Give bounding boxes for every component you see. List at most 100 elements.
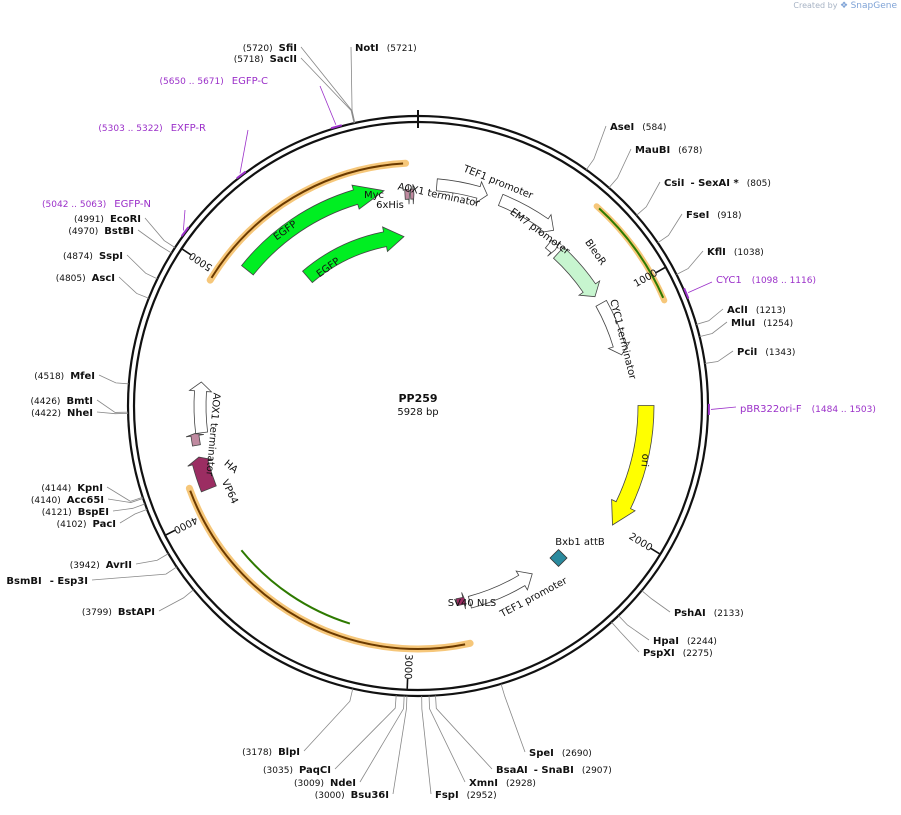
site-leader-lines (91, 46, 737, 795)
feature-label: VP64 (219, 478, 240, 506)
site-label: XmnI(2928) (469, 778, 536, 789)
site-leader-line (392, 695, 408, 795)
site-leader-line (118, 276, 149, 299)
site-name: AseI (610, 122, 634, 133)
site-position: (5720) (243, 44, 273, 54)
primer-name: EXFP-R (171, 123, 206, 134)
primer-name: EGFP-N (114, 199, 151, 210)
cyc1-terminator-arrow (595, 299, 631, 356)
site-leader-line (137, 229, 172, 254)
site-position: (4144) (41, 484, 71, 494)
site-label: BsaAI- SnaBI(2907) (496, 765, 612, 776)
site-leader-line (91, 566, 177, 581)
site-leader-line (500, 683, 526, 753)
site-label: (3799) BstAPI (82, 607, 155, 618)
site-position: (4991) (74, 215, 104, 225)
site-name: PacI (93, 519, 116, 530)
site-label: (3942)AvrII (70, 560, 132, 571)
site-leader-line (135, 553, 169, 565)
site-label: (4121) BspEI (42, 507, 109, 518)
site-name: PaqCI (299, 765, 331, 776)
site-position: (584) (642, 123, 666, 133)
primer-marker (236, 170, 247, 180)
site-leader-line (608, 148, 632, 188)
site-leader-line (359, 695, 405, 783)
site-label: (4805)AscI (56, 273, 115, 284)
map-center: PP259 5928 bp (397, 392, 438, 418)
primer-range: (5042 .. 5063) (42, 200, 106, 210)
site-label: CsiI- SexAI *(805) (664, 178, 771, 189)
feature-label: Bxb1 attB (555, 537, 605, 548)
site-position: (1254) (763, 319, 793, 329)
feature-label: 6xHis (376, 200, 404, 211)
tef1-promoter-arrow-1 (497, 193, 555, 234)
site-leader-line (300, 46, 355, 124)
site-leader-line (350, 46, 356, 124)
site-name: Acc65I (67, 495, 104, 506)
plasmid-size: 5928 bp (397, 407, 438, 418)
site-name: NotI (355, 43, 379, 54)
primer-label: CYC1(1098 .. 1116) (716, 275, 816, 286)
tick-label: 4000 (172, 514, 200, 535)
site-name: BmtI (66, 396, 93, 407)
site-position: (4121) (42, 508, 72, 518)
plasmid-name: PP259 (398, 392, 437, 405)
site-position: (1038) (734, 248, 764, 258)
feature-thin-top (210, 162, 404, 279)
site-alt-name: - SexAI * (690, 178, 739, 189)
site-name: MluI (731, 318, 755, 329)
site-position: (2244) (687, 637, 717, 647)
site-leader-line (119, 509, 148, 524)
tick-mark (165, 529, 176, 536)
site-leader-line (435, 695, 493, 770)
snapgene-logo-icon: ❖ (839, 1, 849, 11)
site-name: MfeI (70, 371, 95, 382)
site-label: (4518) MfeI (34, 371, 95, 382)
em7-promoter-arrow (544, 239, 561, 257)
site-label: (4140) Acc65I (31, 495, 104, 506)
site-position: (3035) (263, 766, 293, 776)
site-position: (2952) (467, 791, 497, 801)
site-name: KpnI (77, 483, 103, 494)
site-position: (4518) (34, 372, 64, 382)
site-position: (3799) (82, 608, 112, 618)
site-position: (4140) (31, 496, 61, 506)
primer-marker (180, 226, 190, 237)
site-position: (5718) (234, 55, 264, 65)
site-name: BstAPI (118, 607, 155, 618)
site-name: BspEI (78, 507, 109, 518)
site-leader-line (107, 498, 144, 503)
highlight-arc-bottom (185, 484, 474, 653)
site-leader-line (334, 695, 397, 770)
primer-label: (5042 .. 5063) EGFP-N (42, 199, 151, 210)
site-name: SacII (270, 54, 297, 65)
primer-range: (1484 .. 1503) (812, 405, 876, 415)
feature-label: ori (638, 453, 650, 467)
site-name: HpaI (653, 636, 679, 647)
primer-label: (5303 .. 5322)EXFP-R (98, 123, 206, 134)
primer-name: pBR322ori-F (740, 404, 802, 415)
site-position: (4422) (31, 409, 61, 419)
site-name: CsiI (664, 178, 684, 189)
site-leader-line (96, 411, 129, 415)
watermark-prefix: Created by (793, 1, 838, 10)
site-label: (3178)BlpI (242, 747, 300, 758)
site-leader-line (657, 213, 683, 244)
site-position: (4970) (68, 227, 98, 237)
primer-marker (330, 124, 343, 130)
site-name: PspXI (643, 648, 675, 659)
primer-name: EGFP-C (232, 76, 268, 87)
bleor-arrow (552, 246, 601, 298)
site-leader-line (106, 486, 143, 502)
site-leader-line (96, 399, 129, 413)
primer-range: (5650 .. 5671) (159, 77, 223, 87)
site-position: (3009) (294, 779, 324, 789)
feature-label: Myc (364, 190, 384, 201)
feature-layer (185, 162, 665, 650)
site-name: BstBI (104, 226, 134, 237)
tick-mark (650, 547, 660, 555)
site-label: MluI (1254) (731, 318, 793, 329)
site-name: AscI (92, 273, 115, 284)
